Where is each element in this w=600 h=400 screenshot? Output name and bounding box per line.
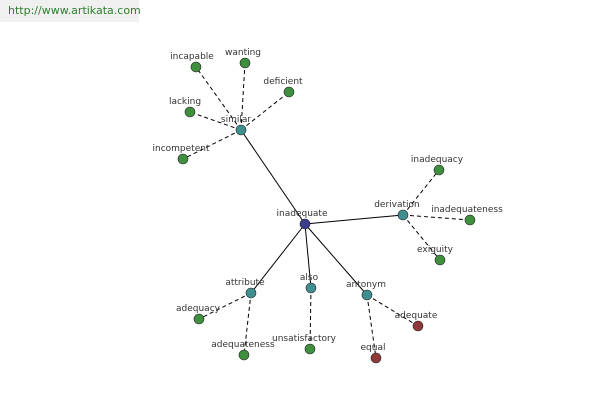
word-adequacy-node[interactable] [193, 313, 205, 325]
word-adequateness-node[interactable] [238, 349, 250, 361]
edge-attribute-adequacy [198, 292, 252, 320]
word-equal-node[interactable] [370, 352, 382, 364]
edge-derivation-exiguity [402, 214, 441, 261]
relation-similar-node[interactable] [235, 124, 247, 136]
relation-derivation-node[interactable] [397, 209, 409, 221]
relation-also-node[interactable] [305, 282, 317, 294]
word-adequateness-label[interactable]: adequateness [211, 340, 275, 350]
word-inadequacy-label[interactable]: inadequacy [411, 155, 464, 165]
edge-inadequate-also [304, 223, 312, 289]
word-exiguity-label[interactable]: exiguity [417, 245, 454, 255]
word-adequate-label[interactable]: adequate [395, 311, 438, 321]
edge-similar-incapable [195, 66, 242, 131]
word-deficient-node[interactable] [283, 86, 295, 98]
word-incapable-label[interactable]: incapable [170, 52, 214, 62]
word-wanting-node[interactable] [239, 57, 251, 69]
word-incompetent-label[interactable]: incompetent [153, 144, 210, 154]
word-incompetent-node[interactable] [177, 153, 189, 165]
word-inadequateness-node[interactable] [464, 214, 476, 226]
edge-inadequate-derivation [304, 214, 404, 225]
relation-antonym-node[interactable] [361, 289, 373, 301]
word-unsatisfactory-node[interactable] [304, 343, 316, 355]
word-incapable-node[interactable] [190, 61, 202, 73]
edge-similar-lacking [189, 111, 242, 131]
relation-attribute-node[interactable] [245, 287, 257, 299]
word-lacking-label[interactable]: lacking [169, 97, 201, 107]
relation-similar-label[interactable]: similar [221, 115, 251, 125]
edge-antonym-adequate [366, 294, 419, 327]
root-inadequate-node[interactable] [299, 218, 311, 230]
edge-antonym-equal [366, 294, 377, 359]
relation-derivation-label[interactable]: derivation [374, 200, 420, 210]
word-exiguity-node[interactable] [434, 254, 446, 266]
edge-inadequate-similar [240, 129, 306, 225]
edge-inadequate-antonym [304, 223, 368, 296]
edge-derivation-inadequateness [402, 214, 471, 221]
edge-also-unsatisfactory [309, 287, 312, 350]
word-equal-label[interactable]: equal [361, 343, 386, 353]
edge-inadequate-attribute [250, 223, 306, 294]
word-adequacy-label[interactable]: adequacy [176, 304, 221, 314]
word-inadequateness-label[interactable]: inadequateness [431, 205, 503, 215]
relation-antonym-label[interactable]: antonym [346, 280, 386, 290]
site-url-link[interactable]: http://www.artikata.com [0, 0, 141, 22]
word-inadequacy-node[interactable] [433, 164, 445, 176]
word-lacking-node[interactable] [184, 106, 196, 118]
word-wanting-label[interactable]: wanting [225, 48, 261, 58]
root-inadequate-label[interactable]: inadequate [277, 209, 328, 219]
edge-attribute-adequateness [243, 292, 252, 356]
edge-similar-deficient [240, 91, 290, 131]
graph-edges [182, 62, 471, 359]
relation-attribute-label[interactable]: attribute [225, 278, 265, 288]
graph-labels: incapable wanting deficient lacking incompet… [153, 48, 504, 353]
word-adequate-node[interactable] [412, 320, 424, 332]
relation-also-label[interactable]: also [300, 273, 319, 283]
edge-similar-incompetent [182, 129, 242, 160]
edge-derivation-inadequacy [402, 169, 440, 216]
graph-nodes [177, 57, 476, 364]
word-deficient-label[interactable]: deficient [263, 77, 303, 87]
word-unsatisfactory-label[interactable]: unsatisfactory [272, 334, 337, 344]
